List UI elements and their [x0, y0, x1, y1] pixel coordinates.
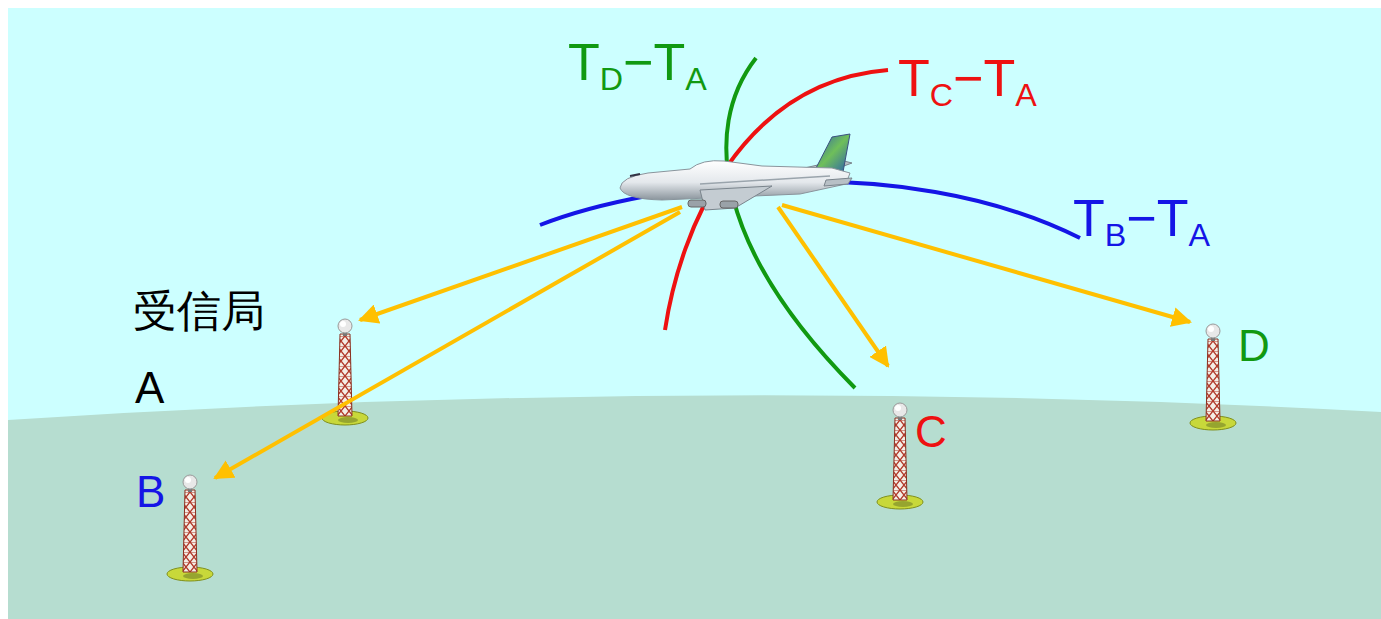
time-difference-label: TC−TA: [898, 52, 1037, 111]
station-letter: A: [135, 366, 164, 410]
station-letter: D: [1238, 324, 1270, 368]
station-caption: 受信局: [133, 289, 265, 333]
station-letter: B: [136, 470, 165, 514]
time-difference-label: TD−TA: [568, 36, 707, 95]
time-difference-label: TB−TA: [1073, 192, 1210, 251]
station-letter: C: [915, 410, 947, 454]
airplane: [620, 134, 852, 210]
